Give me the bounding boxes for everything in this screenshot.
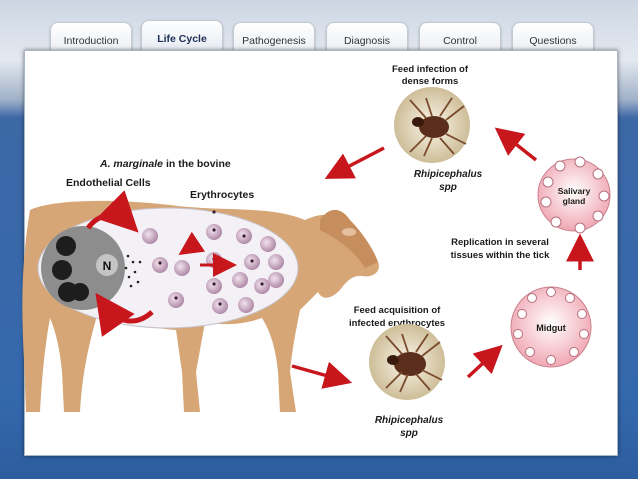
bovine-title: A. marginale in the bovine [99,158,231,170]
svg-text:Rhipicephalus: Rhipicephalus [375,415,444,426]
svg-text:gland: gland [563,196,586,206]
svg-text:Midgut: Midgut [536,323,566,333]
cycle-arrows [291,127,594,389]
replication-label-2: tissues within the tick [451,250,550,261]
tick-bottom: Feed acquisition of infected erythrocyte… [349,305,445,439]
svg-text:infected erythrocytes: infected erythrocytes [349,318,445,329]
svg-text:Feed infection of: Feed infection of [392,64,469,75]
svg-text:spp: spp [439,182,457,193]
svg-text:Rhipicephalus: Rhipicephalus [414,169,483,180]
bovine-cells-bubble: N [37,190,299,337]
tick-top: Feed infection of dense forms Rhipicepha… [392,64,483,193]
salivary-gland-circle: Salivary gland [537,156,611,234]
svg-text:spp: spp [400,428,418,439]
replication-label: Replication in several [451,237,549,248]
svg-text:N: N [103,259,112,273]
nucleus [96,254,118,276]
endothelial-label: Endothelial Cells [66,177,151,189]
svg-text:Salivary: Salivary [558,186,591,196]
svg-text:Feed acquisition of: Feed acquisition of [354,305,441,316]
midgut-circle: Midgut [510,286,592,368]
svg-text:dense forms: dense forms [402,76,459,87]
erythrocytes-label: Erythrocytes [190,189,254,201]
